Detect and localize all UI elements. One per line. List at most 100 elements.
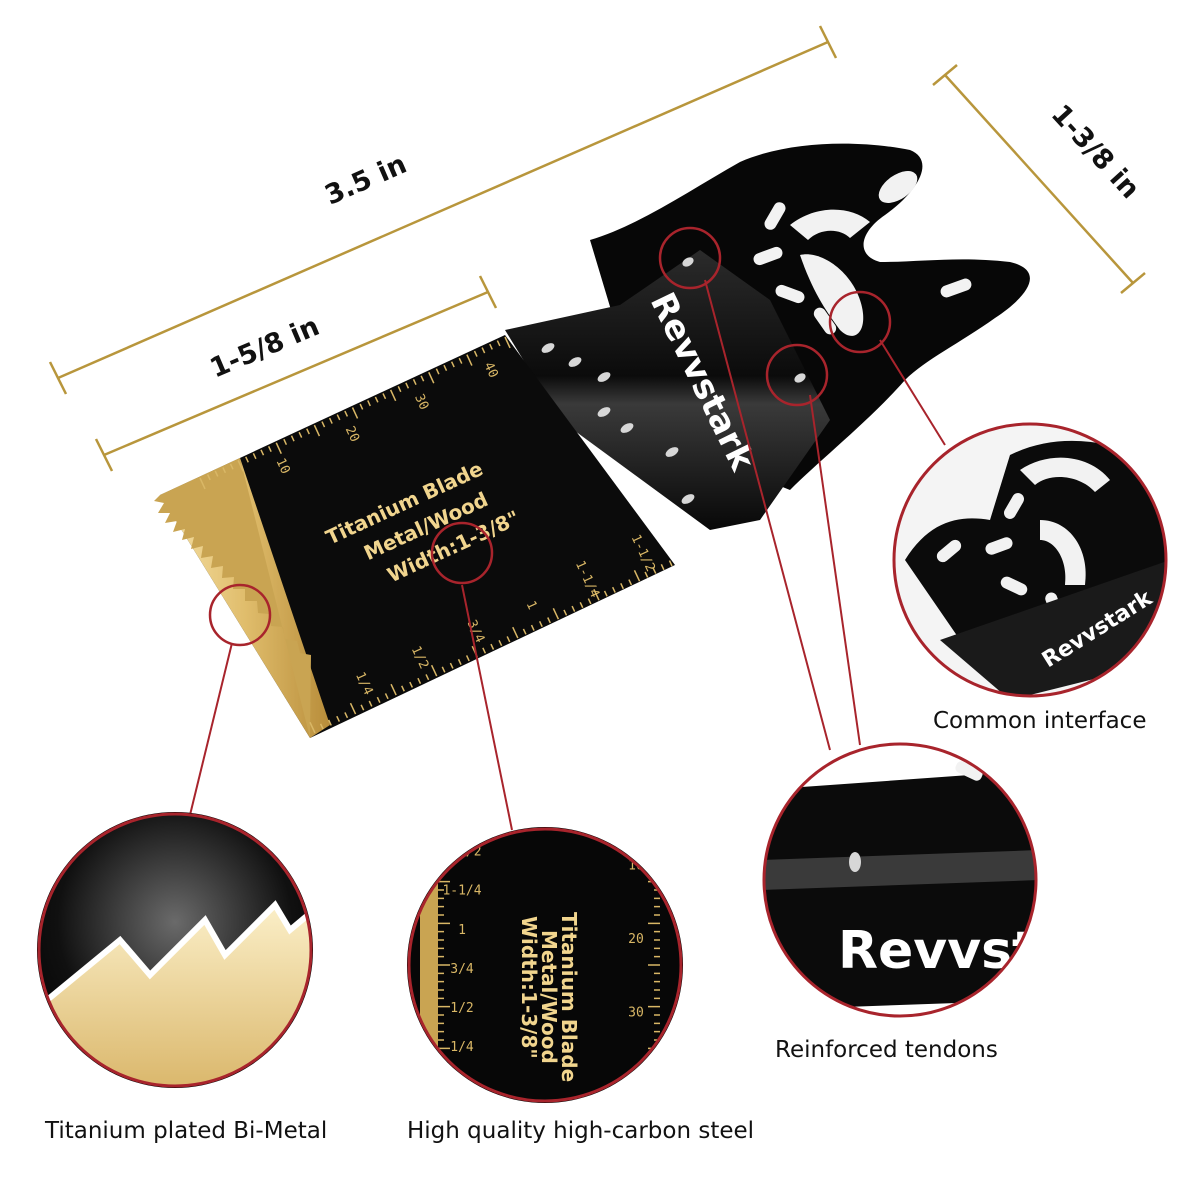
ruler-tick (506, 636, 511, 643)
ruler-tick (465, 655, 470, 662)
blade-shank (505, 250, 830, 530)
ruler-tick (245, 456, 249, 463)
ruler-tick (260, 449, 265, 456)
ruler-tick (349, 702, 357, 715)
ruler-tick (633, 569, 641, 582)
ruler-tick (660, 564, 665, 571)
ruler-tick (306, 428, 310, 435)
ruler-metric-label: 20 (342, 424, 362, 445)
callout-lines (189, 279, 946, 831)
ruler-tick (336, 414, 341, 421)
ruler-tick (344, 712, 349, 719)
ruler-metric-label: 40 (480, 360, 500, 381)
ruler-tick (450, 361, 455, 368)
ruler-tick (328, 417, 333, 424)
caption-interface: Common interface (933, 708, 1146, 734)
zoom-ruler-metric-label: 30 (628, 1005, 644, 1020)
ruler-tick (498, 639, 503, 647)
caption-steel: High quality high-carbon steel (407, 1118, 754, 1144)
ruler-tick (489, 343, 493, 350)
ruler-tick (319, 723, 324, 730)
ruler-tick (389, 389, 397, 402)
ruler-tick (496, 340, 501, 347)
ruler-metric-label: 10 (272, 456, 292, 477)
ruler-tick (409, 681, 414, 688)
ruler-tick (430, 664, 438, 677)
ruler-tick (490, 643, 495, 650)
zoom-ruler-imperial-label: 1-1/4 (442, 884, 481, 899)
ruler-tick (376, 696, 381, 703)
ruler-tick (384, 693, 389, 700)
ruler-tick (552, 607, 560, 620)
zoom-ruler-imperial-label: 3/4 (450, 962, 474, 977)
ruler-tick (435, 368, 440, 375)
ruler-tick (571, 605, 576, 612)
caption-titanium: Titanium plated Bi-Metal (44, 1118, 327, 1144)
callout-rings (208, 226, 892, 647)
ruler-tick (309, 721, 316, 734)
dimension-width-label: 1-3/8 in (1045, 99, 1146, 205)
ruler-tick (374, 396, 379, 403)
ruler-metric-label: 30 (411, 392, 431, 413)
zoom-imprint-line-1: Titanium Blade (557, 912, 581, 1082)
ruler-tick (443, 364, 448, 371)
ruler-tick (644, 571, 649, 578)
ruler-tick (458, 357, 463, 364)
zoom-titanium-teeth (37, 812, 313, 1088)
ruler-tick (382, 393, 387, 400)
ruler-tick (428, 371, 435, 384)
zoom-common-interface: Revvstark (892, 422, 1168, 698)
ruler-tick (482, 647, 487, 654)
caption-tendons: Reinforced tendons (775, 1037, 998, 1063)
ruler-tick (530, 624, 535, 631)
ruler-tick (441, 666, 446, 673)
ruler-tick (579, 601, 584, 609)
ruler-tick (620, 583, 624, 590)
zoom-tendon-brand: Revvsto (838, 921, 1073, 981)
ruler-tick (344, 410, 349, 417)
zoom-imprint-line-2: Metal/Wood (537, 930, 561, 1064)
zoom-reinforced-tendons: Revvsto (762, 742, 1073, 1018)
ruler-tick (237, 460, 244, 472)
ruler-tick (512, 626, 519, 639)
ruler-tick (522, 628, 527, 635)
ruler-tick (412, 378, 417, 386)
ruler-tick (668, 560, 673, 567)
ruler-tick (563, 609, 568, 616)
spline-interface (753, 171, 972, 336)
ruler-tick (321, 421, 326, 428)
ruler-tick (504, 336, 511, 349)
shank-rivets (541, 257, 806, 504)
ruler-tick (603, 590, 608, 597)
ruler-tick (481, 347, 486, 354)
ruler-tick (401, 685, 405, 692)
ruler-tick (368, 700, 373, 707)
ruler-tick (359, 403, 364, 410)
zoom-interface-cutouts (936, 457, 1110, 620)
ruler-tick (206, 474, 211, 481)
ruler-tick (298, 431, 303, 438)
blade-teeth (154, 458, 311, 738)
dimension-length-label: 3.5 in (320, 149, 411, 212)
ruler-tick (222, 467, 227, 474)
ruler-tick (457, 658, 462, 665)
ruler-tick (587, 598, 592, 605)
ruler-tick (360, 704, 365, 711)
ruler-tick (425, 674, 430, 681)
ruler-tick (229, 463, 234, 470)
ruler-tick (336, 715, 341, 722)
ruler-tick (390, 683, 397, 696)
zoom-ruler-metric-label: 20 (628, 932, 644, 947)
ruler-tick (267, 445, 272, 453)
ruler-tick (214, 470, 219, 477)
ruler-tick (417, 677, 422, 684)
dimension-width: 1-3/8 in (932, 64, 1146, 294)
zoom-steel-imprint: Titanium Blade Metal/Wood Width:1-3/8" (517, 912, 581, 1082)
ruler-tick (397, 386, 402, 393)
ruler-tick (593, 588, 600, 601)
ruler-tick (275, 442, 282, 454)
ruler-tick (466, 354, 473, 366)
zoom-ruler-imperial-label: 1/4 (450, 1040, 474, 1055)
